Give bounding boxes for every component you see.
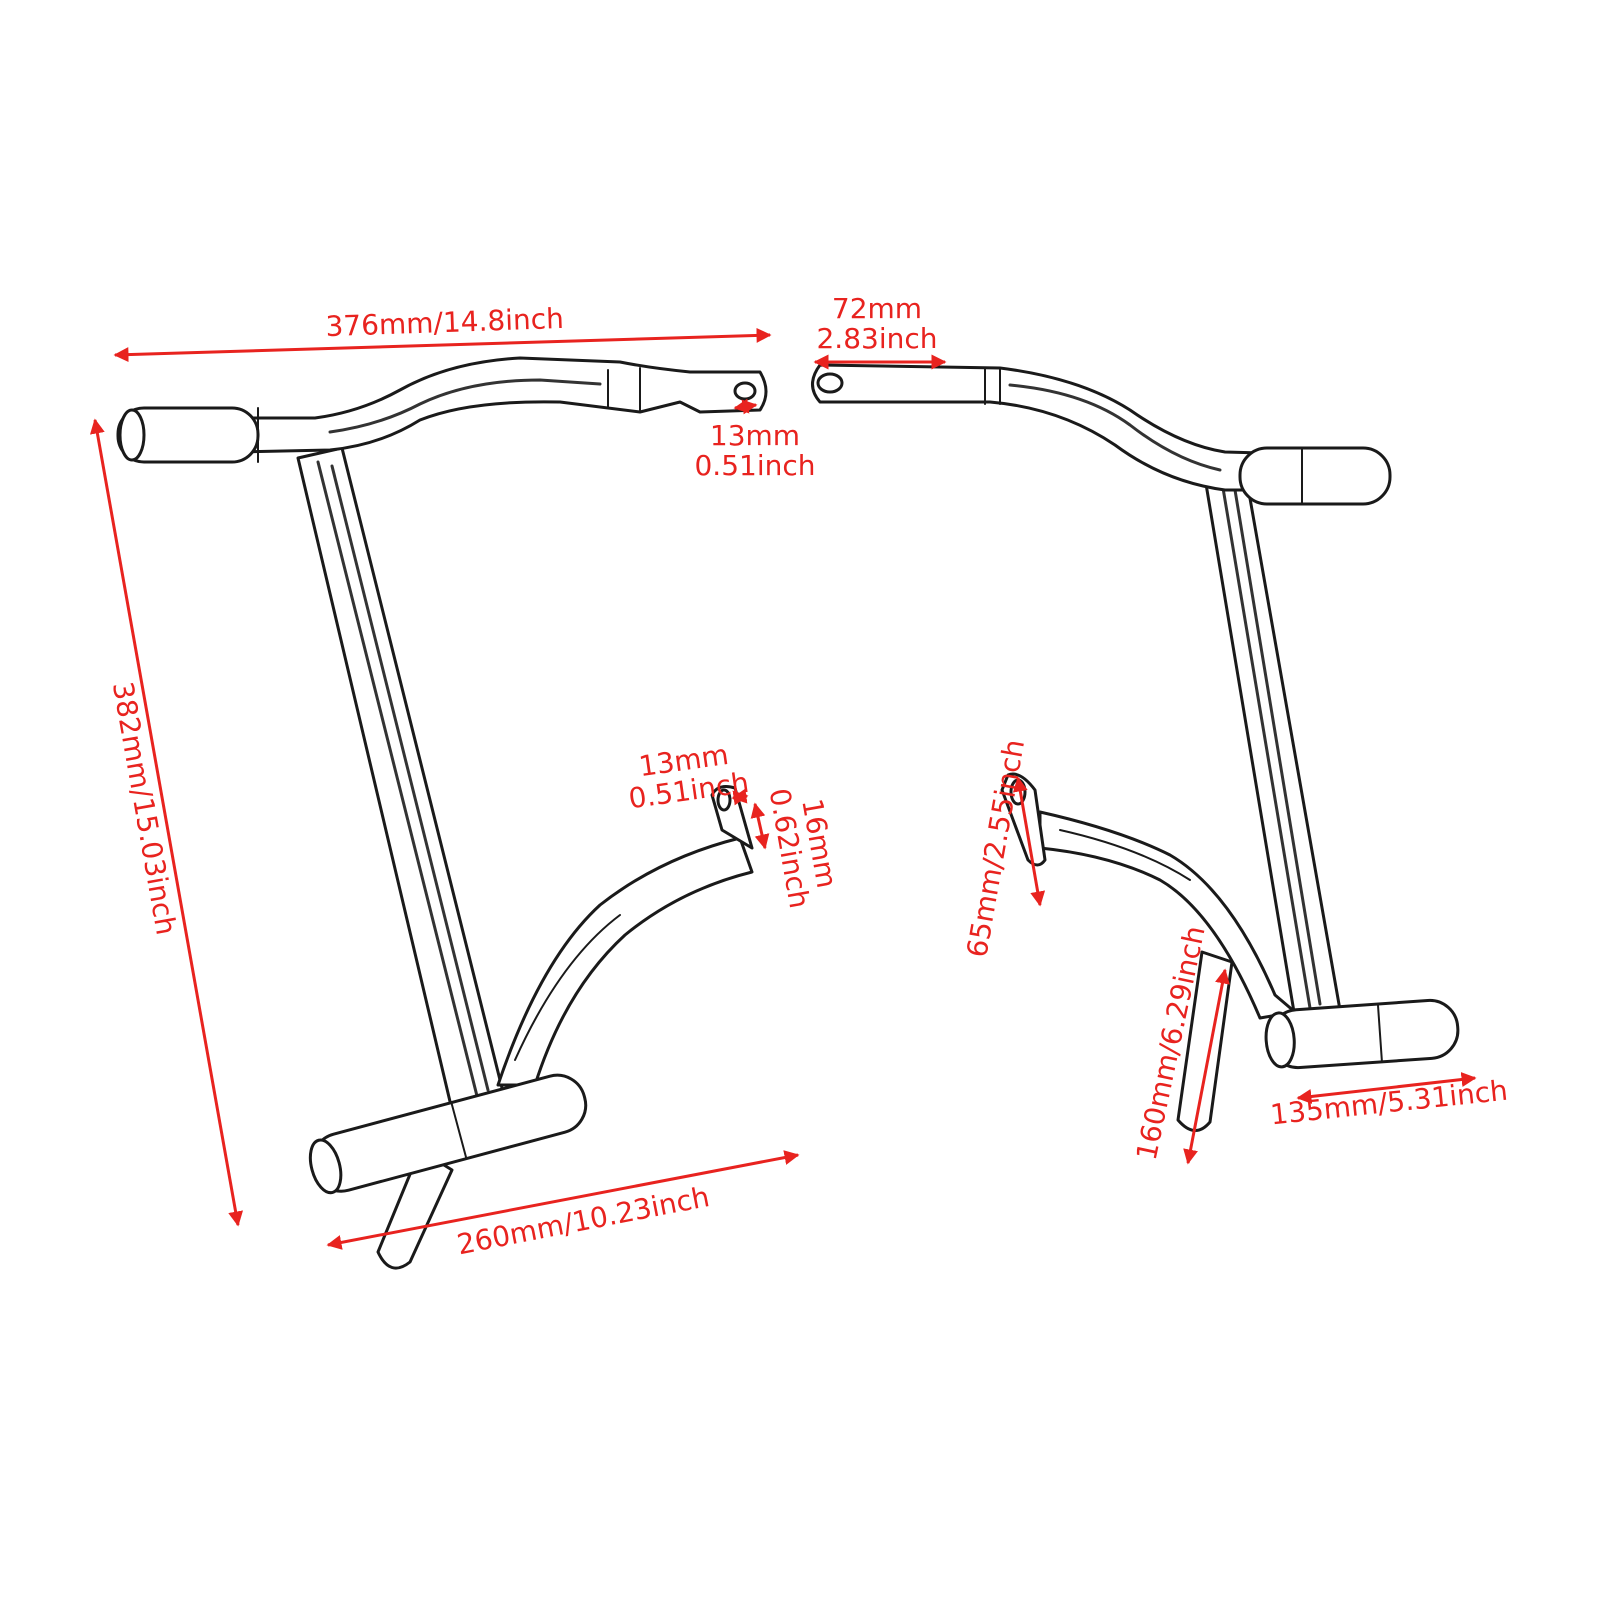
right-bottom-width-label: 135mm/5.31inch <box>1269 1074 1510 1132</box>
right-top-tab-inch-label: 2.83inch <box>816 322 937 355</box>
right-lower-tab-arrow <box>1012 776 1046 907</box>
left-bottom-width-arrow <box>326 1150 800 1250</box>
right-crash-bar <box>811 363 1460 1132</box>
right-bottom-end-cap <box>1264 998 1460 1070</box>
right-leg-arrow <box>1183 968 1230 1165</box>
right-top-tab-mm-label: 72mm <box>832 292 922 325</box>
left-top-tube <box>138 356 768 456</box>
dimension-lines <box>89 327 1477 1250</box>
left-diagonal-tube <box>496 836 754 1087</box>
left-top-width-arrow <box>113 327 772 363</box>
left-height-arrow <box>89 418 244 1227</box>
left-height-label: 382mm/15.03inch <box>106 679 183 937</box>
right-bottom-width-arrow <box>1296 1072 1477 1104</box>
left-lower-hole-arrow <box>731 788 749 806</box>
left-lower-tab-arrow <box>750 802 770 850</box>
right-top-end-cap <box>1238 446 1392 506</box>
right-top-tube <box>811 363 1302 492</box>
left-top-width-label: 376mm/14.8inch <box>325 302 564 343</box>
left-top-hole-arrow <box>733 398 758 415</box>
left-top-hole-mm-label: 13mm <box>710 419 800 452</box>
left-vertical-tube <box>296 446 507 1112</box>
right-lower-tab-label: 65mm/2.55inch <box>960 737 1031 960</box>
left-top-hole-inch-label: 0.51inch <box>694 449 815 482</box>
left-crash-bar <box>116 356 768 1270</box>
left-bottom-width-label: 260mm/10.23inch <box>454 1180 712 1261</box>
